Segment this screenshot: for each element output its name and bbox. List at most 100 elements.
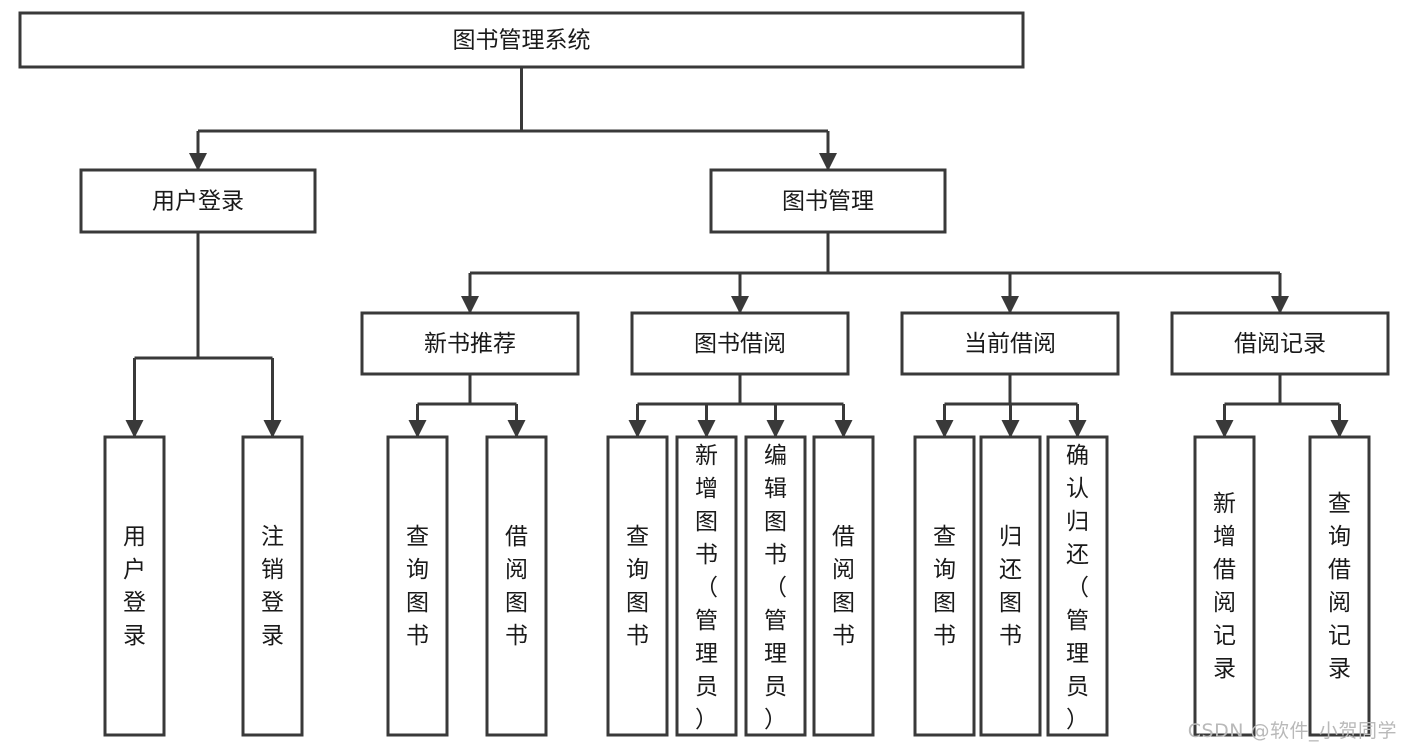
node-leaf-leaf-query-book-1-label-char: 查 xyxy=(406,524,429,550)
node-leaf-leaf-confirm-return-label-char: 认 xyxy=(1066,476,1089,502)
node-leaf-leaf-borrow-book-1-label-char: 书 xyxy=(505,623,528,649)
node-leaf-leaf-query-book-3-label-char: 查 xyxy=(933,524,956,550)
node-level2-user-login-rect xyxy=(79,168,317,234)
arrow-head-icon xyxy=(1271,296,1289,314)
node-leaf-leaf-edit-book-label-char: 管 xyxy=(764,608,787,634)
node-level3-book-borrow-label: 图书借阅 xyxy=(694,331,786,357)
node-level3-borrow-record-label: 借阅记录 xyxy=(1234,331,1326,357)
node-leaf-leaf-add-book-label-char: （ xyxy=(695,575,718,601)
node-level3-new-book-rec-label: 新书推荐 xyxy=(424,331,516,357)
node-leaf-leaf-edit-book-rect xyxy=(744,435,807,737)
node-level3-current-borrow[interactable]: 当前借阅 xyxy=(900,311,1120,376)
node-leaf-leaf-user-logout-label-char: 登 xyxy=(261,590,284,616)
node-leaf-leaf-query-record-label-char: 查 xyxy=(1328,491,1351,517)
node-leaf-leaf-query-book-1-label-char: 图 xyxy=(406,590,429,616)
arrow-head-icon xyxy=(1001,420,1020,438)
node-leaf-leaf-user-logout-label-char: 录 xyxy=(261,623,284,649)
node-leaf-leaf-query-book-1-label-char: 书 xyxy=(406,623,429,649)
node-leaf-leaf-add-book-label-char: 新 xyxy=(695,443,718,469)
node-leaf-leaf-add-book-label-char: 图 xyxy=(695,509,718,535)
node-level2-book-manage-label: 图书管理 xyxy=(782,189,874,215)
node-leaf-leaf-edit-book-label-char: 编 xyxy=(764,443,787,469)
arrow-head-icon xyxy=(697,420,716,438)
node-leaf-leaf-user-login-label-char: 用 xyxy=(123,524,146,550)
arrow-head-icon xyxy=(189,153,207,171)
node-leaf-leaf-query-book-2-rect xyxy=(606,435,669,737)
node-leaf-leaf-query-book-3-label-char: 书 xyxy=(933,623,956,649)
node-leaf-leaf-user-login-label-char: 户 xyxy=(123,557,146,583)
arrow-head-icon xyxy=(935,420,954,438)
node-root-label: 图书管理系统 xyxy=(453,28,591,54)
node-leaf-leaf-return-book-label-char: 图 xyxy=(999,590,1022,616)
node-level2-user-login[interactable]: 用户登录 xyxy=(79,168,317,234)
node-leaf-leaf-user-login[interactable]: 用户登录 xyxy=(103,435,166,737)
node-leaf-leaf-confirm-return-label-char: （ xyxy=(1066,575,1089,601)
node-leaf-leaf-add-book-rect xyxy=(675,435,738,737)
node-leaf-leaf-add-record-label-char: 阅 xyxy=(1213,590,1236,616)
node-leaf-leaf-borrow-book-1-rect xyxy=(485,435,548,737)
node-level3-current-borrow-rect xyxy=(900,311,1120,376)
node-leaf-leaf-confirm-return-label-char: ） xyxy=(1066,707,1089,733)
node-level2-user-login-label: 用户登录 xyxy=(152,189,244,215)
arrow-head-icon xyxy=(461,296,479,314)
node-leaf-leaf-confirm-return-label-char: 还 xyxy=(1066,542,1089,568)
arrow-head-icon xyxy=(1215,420,1234,438)
node-root-rect xyxy=(18,11,1025,69)
node-leaf-leaf-borrow-book-2-label-char: 阅 xyxy=(832,557,855,583)
node-leaf-leaf-query-record-label-char: 询 xyxy=(1328,524,1351,550)
node-leaf-leaf-confirm-return-rect xyxy=(1046,435,1109,737)
node-leaf-leaf-borrow-book-1-label-char: 借 xyxy=(505,524,528,550)
node-level3-book-borrow[interactable]: 图书借阅 xyxy=(630,311,850,376)
node-root[interactable]: 图书管理系统 xyxy=(18,11,1025,69)
node-leaf-leaf-edit-book-label-char: 图 xyxy=(764,509,787,535)
node-level3-new-book-rec[interactable]: 新书推荐 xyxy=(360,311,580,376)
node-leaf-leaf-query-book-3-rect xyxy=(913,435,976,737)
node-leaf-leaf-user-login-rect xyxy=(103,435,166,737)
node-level3-borrow-record[interactable]: 借阅记录 xyxy=(1170,311,1390,376)
node-level3-book-borrow-rect xyxy=(630,311,850,376)
node-leaf-leaf-add-record-label-char: 记 xyxy=(1213,623,1236,649)
node-leaf-leaf-add-book-label-char: ） xyxy=(695,707,718,733)
node-leaf-leaf-confirm-return-label-char: 归 xyxy=(1066,509,1089,535)
arrow-head-icon xyxy=(1001,296,1019,314)
node-leaf-leaf-borrow-book-2-label-char: 借 xyxy=(832,524,855,550)
node-leaf-leaf-query-record-label-char: 记 xyxy=(1328,623,1351,649)
node-leaf-leaf-add-book-label-char: 管 xyxy=(695,608,718,634)
connector-layer xyxy=(125,67,1349,438)
node-leaf-leaf-edit-book-label-char: 理 xyxy=(764,641,787,667)
node-leaf-leaf-user-login-label-char: 登 xyxy=(123,590,146,616)
node-leaf-leaf-borrow-book-1-label-char: 阅 xyxy=(505,557,528,583)
node-leaf-leaf-query-record-label-char: 阅 xyxy=(1328,590,1351,616)
node-leaf-leaf-return-book-rect xyxy=(979,435,1042,737)
node-level2-book-manage[interactable]: 图书管理 xyxy=(709,168,947,234)
node-level3-current-borrow-label: 当前借阅 xyxy=(964,331,1056,357)
node-leaf-leaf-add-record-label-char: 借 xyxy=(1213,557,1236,583)
node-leaf-leaf-query-book-1-label-char: 询 xyxy=(406,557,429,583)
watermark-text: CSDN @软件_小贺同学 xyxy=(1187,720,1397,742)
node-leaf-leaf-user-logout-rect xyxy=(241,435,304,737)
node-leaf-leaf-add-record-rect xyxy=(1193,435,1256,737)
node-leaf-leaf-add-record-label-char: 录 xyxy=(1213,656,1236,682)
node-leaf-leaf-query-book-1-rect xyxy=(386,435,449,737)
node-leaf-leaf-confirm-return-label-char: 理 xyxy=(1066,641,1089,667)
node-leaf-leaf-borrow-book-1-label-char: 图 xyxy=(505,590,528,616)
node-leaf-leaf-query-record-label-char: 录 xyxy=(1328,656,1351,682)
node-leaf-leaf-return-book-label-char: 还 xyxy=(999,557,1022,583)
node-leaf-leaf-query-book-2-label-char: 查 xyxy=(626,524,649,550)
arrow-head-icon xyxy=(1330,420,1349,438)
node-leaf-leaf-user-logout-label-char: 销 xyxy=(261,557,284,583)
